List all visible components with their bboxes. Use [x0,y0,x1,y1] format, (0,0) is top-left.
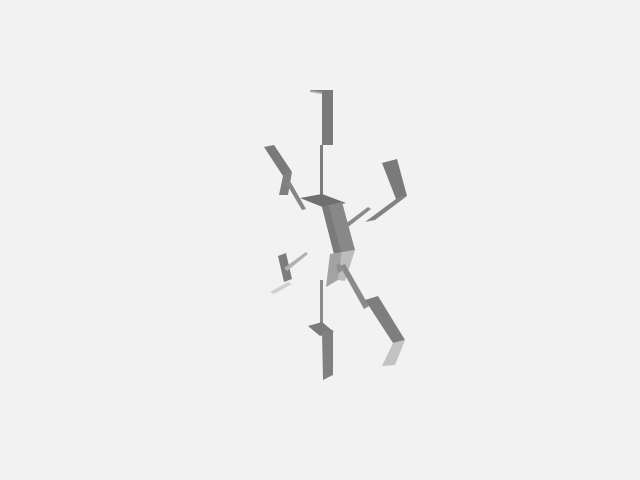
right-upper-arm [340,159,407,231]
neck-rod [320,145,323,200]
top-panel [310,90,333,145]
left-foot [308,322,334,380]
hip-block [326,250,355,287]
torso-block [322,202,355,254]
right-foot [365,296,405,366]
right-thigh-rod [340,264,369,309]
left-hand [270,252,308,294]
left-upper-arm [264,145,306,210]
left-thigh-rod [320,280,323,332]
